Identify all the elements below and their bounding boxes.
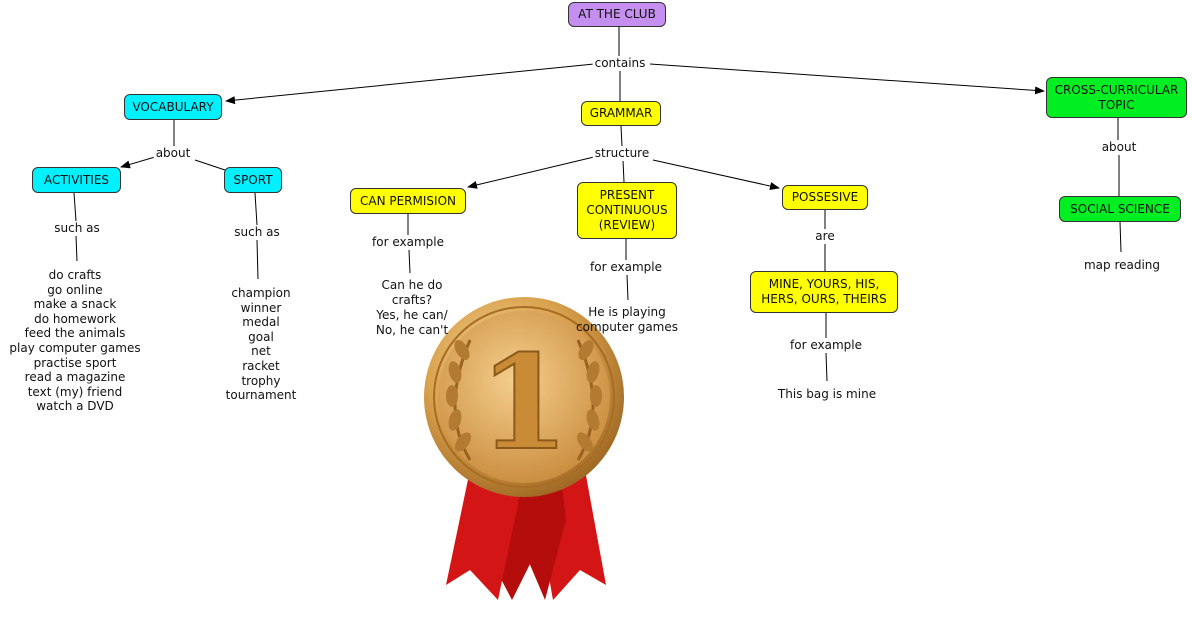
example-line: crafts? <box>391 293 433 307</box>
list-item: play computer games <box>9 340 141 355</box>
example-line: Can he do <box>381 278 443 292</box>
node-social-science[interactable]: SOCIAL SCIENCE <box>1059 196 1181 222</box>
list-item: make a snack <box>33 297 117 312</box>
node-at-the-club[interactable]: AT THE CLUB <box>568 2 666 27</box>
list-item: net <box>251 344 271 359</box>
activities-list: do crafts go online make a snack do home… <box>9 268 140 414</box>
list-item: do crafts <box>48 268 102 282</box>
link-about-cross: about <box>1099 140 1139 155</box>
list-item: racket <box>242 358 280 373</box>
list-item: trophy <box>241 373 281 388</box>
link-for-example-present: for example <box>588 260 664 275</box>
node-present-continuous[interactable]: PRESENT CONTINUOUS (REVIEW) <box>577 182 677 239</box>
list-item: winner <box>240 300 282 315</box>
link-for-example-can: for example <box>370 235 446 250</box>
gold-medal-icon: 1 <box>424 297 624 600</box>
present-example: He is playing computer games <box>576 305 678 335</box>
node-activities[interactable]: ACTIVITIES <box>32 167 121 193</box>
node-grammar[interactable]: GRAMMAR <box>581 101 661 126</box>
medal-number: 1 <box>479 326 569 479</box>
mine-example: This bag is mine <box>777 387 877 401</box>
node-can-permision[interactable]: CAN PERMISION <box>350 188 466 214</box>
node-sport[interactable]: SPORT <box>224 167 282 193</box>
list-item: text (my) friend <box>27 384 123 399</box>
node-cross-curricular-topic[interactable]: CROSS-CURRICULAR TOPIC <box>1046 77 1187 118</box>
link-are: are <box>813 229 837 244</box>
list-item: goal <box>248 329 274 344</box>
list-item: do homework <box>34 311 116 326</box>
node-mine-yours[interactable]: MINE, YOURS, HIS, HERS, OURS, THEIRS <box>750 271 898 313</box>
can-example: Can he do crafts? Yes, he can/ No, he ca… <box>376 278 448 338</box>
list-item: practise sport <box>33 355 117 370</box>
link-structure: structure <box>592 146 652 161</box>
example-line: computer games <box>576 320 678 334</box>
link-for-example-mine: for example <box>788 338 864 353</box>
social-example: map reading <box>1083 258 1161 272</box>
list-item: read a magazine <box>24 370 126 385</box>
list-item: medal <box>242 315 280 330</box>
list-item: champion <box>231 286 291 300</box>
link-such-as-sport: such as <box>232 225 282 240</box>
example-line: He is playing <box>588 305 666 319</box>
node-possesive[interactable]: POSSESIVE <box>782 185 868 210</box>
link-contains: contains <box>592 56 648 71</box>
node-vocabulary[interactable]: VOCABULARY <box>124 94 222 120</box>
list-item: go online <box>47 282 103 297</box>
list-item: feed the animals <box>24 326 126 341</box>
link-such-as-activities: such as <box>52 221 102 236</box>
list-item: watch a DVD <box>36 399 114 414</box>
example-line: No, he can't <box>375 323 449 337</box>
link-about-vocabulary: about <box>153 146 193 161</box>
list-item: tournament <box>225 388 297 403</box>
example-line: Yes, he can/ <box>376 308 448 322</box>
sport-list: champion winner medal goal net racket tr… <box>226 286 297 403</box>
